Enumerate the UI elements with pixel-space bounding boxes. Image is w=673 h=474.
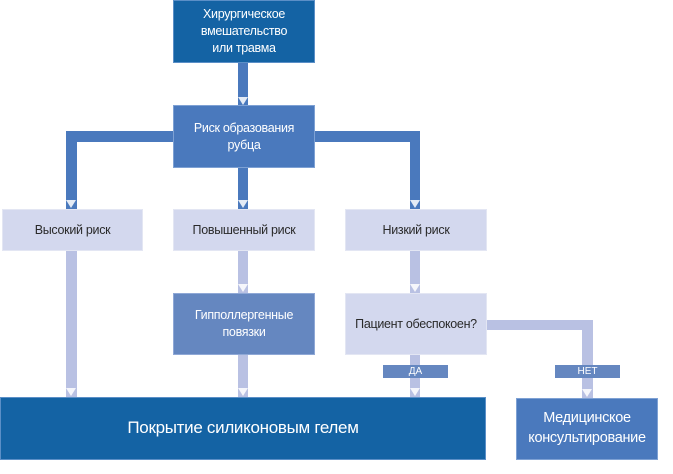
connector-risk-high [66, 131, 77, 209]
node-high-risk: Высокий риск [2, 209, 143, 251]
connector-high-silicone [66, 251, 77, 397]
arrow-icon [410, 284, 420, 292]
node-risk-label: Риск образования рубца [193, 120, 295, 152]
edge-label-no: НЕТ [555, 365, 620, 378]
node-dressings-label: Гипполлергенные повязки [194, 308, 294, 339]
arrow-icon [238, 284, 248, 292]
node-trigger: Хирургическое вмешательство или травма [173, 0, 315, 63]
node-risk: Риск образования рубца [173, 105, 315, 168]
node-silicone-label: Покрытие силиконовым гелем [127, 418, 359, 438]
arrow-icon [410, 200, 420, 208]
connector-risk-low [410, 131, 420, 209]
arrow-icon [582, 389, 592, 397]
arrow-icon [238, 388, 248, 396]
node-high-risk-label: Высокий риск [34, 222, 111, 237]
node-question: Пациент обеспокоен? [345, 293, 487, 355]
node-silicone: Покрытие силиконовым гелем [0, 397, 486, 460]
node-elevated-risk-label: Повышенный риск [192, 222, 296, 237]
node-trigger-label: Хирургическое вмешательство или травма [200, 7, 288, 55]
arrow-icon [66, 200, 76, 208]
node-dressings: Гипполлергенные повязки [173, 293, 315, 355]
connector-risk-elevated [238, 167, 248, 209]
connector-low-question [410, 251, 420, 293]
arrow-icon [66, 388, 76, 396]
connector-question-no [582, 320, 593, 398]
connector-dressings-silicone [238, 355, 248, 397]
node-question-label: Пациент обеспокоен? [355, 316, 477, 331]
arrow-icon [238, 200, 248, 208]
connector-elevated-dressings [238, 251, 248, 293]
node-consult: Медицинское консультирование [516, 398, 658, 460]
arrow-icon [238, 97, 248, 105]
node-elevated-risk: Повышенный риск [173, 209, 315, 251]
arrow-icon [410, 388, 420, 396]
connector-trigger-risk [238, 62, 248, 106]
node-low-risk-label: Низкий риск [382, 222, 450, 237]
edge-label-yes: ДА [383, 365, 448, 378]
node-low-risk: Низкий риск [345, 209, 487, 251]
node-consult-label: Медицинское консультирование [528, 410, 646, 446]
connector-question-no-horizontal [487, 320, 593, 330]
